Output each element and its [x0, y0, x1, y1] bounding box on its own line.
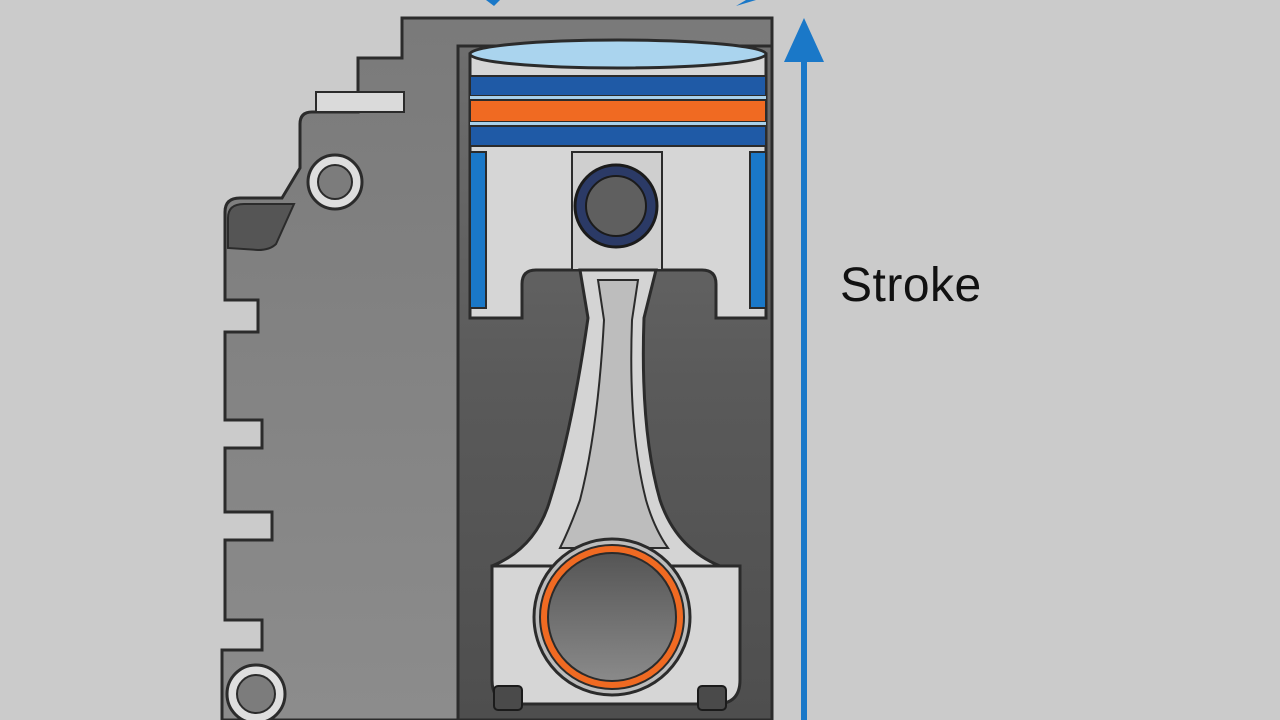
connecting-rod-channel [558, 279, 670, 549]
stroke-label: Stroke [840, 259, 982, 312]
compression-ring-2 [469, 125, 767, 147]
skirt-stripe-right [749, 151, 767, 309]
bolt-hole-upper [306, 153, 364, 211]
coolant-passage [227, 203, 296, 252]
bolt-hole-lower [225, 663, 287, 720]
skirt-stripe-left [469, 151, 487, 309]
stroke-arrow-head [784, 18, 824, 62]
cap-bolt-right [697, 685, 727, 711]
oil-ring [469, 99, 767, 123]
block-notch [315, 91, 405, 113]
bore-arrow-heads [486, 0, 756, 6]
piston-pin [573, 163, 659, 249]
piston-crown [468, 38, 768, 70]
crankpin-bearing [532, 537, 692, 697]
stroke-arrow [784, 18, 824, 720]
cap-bolt-left [493, 685, 523, 711]
compression-ring-1 [469, 75, 767, 97]
